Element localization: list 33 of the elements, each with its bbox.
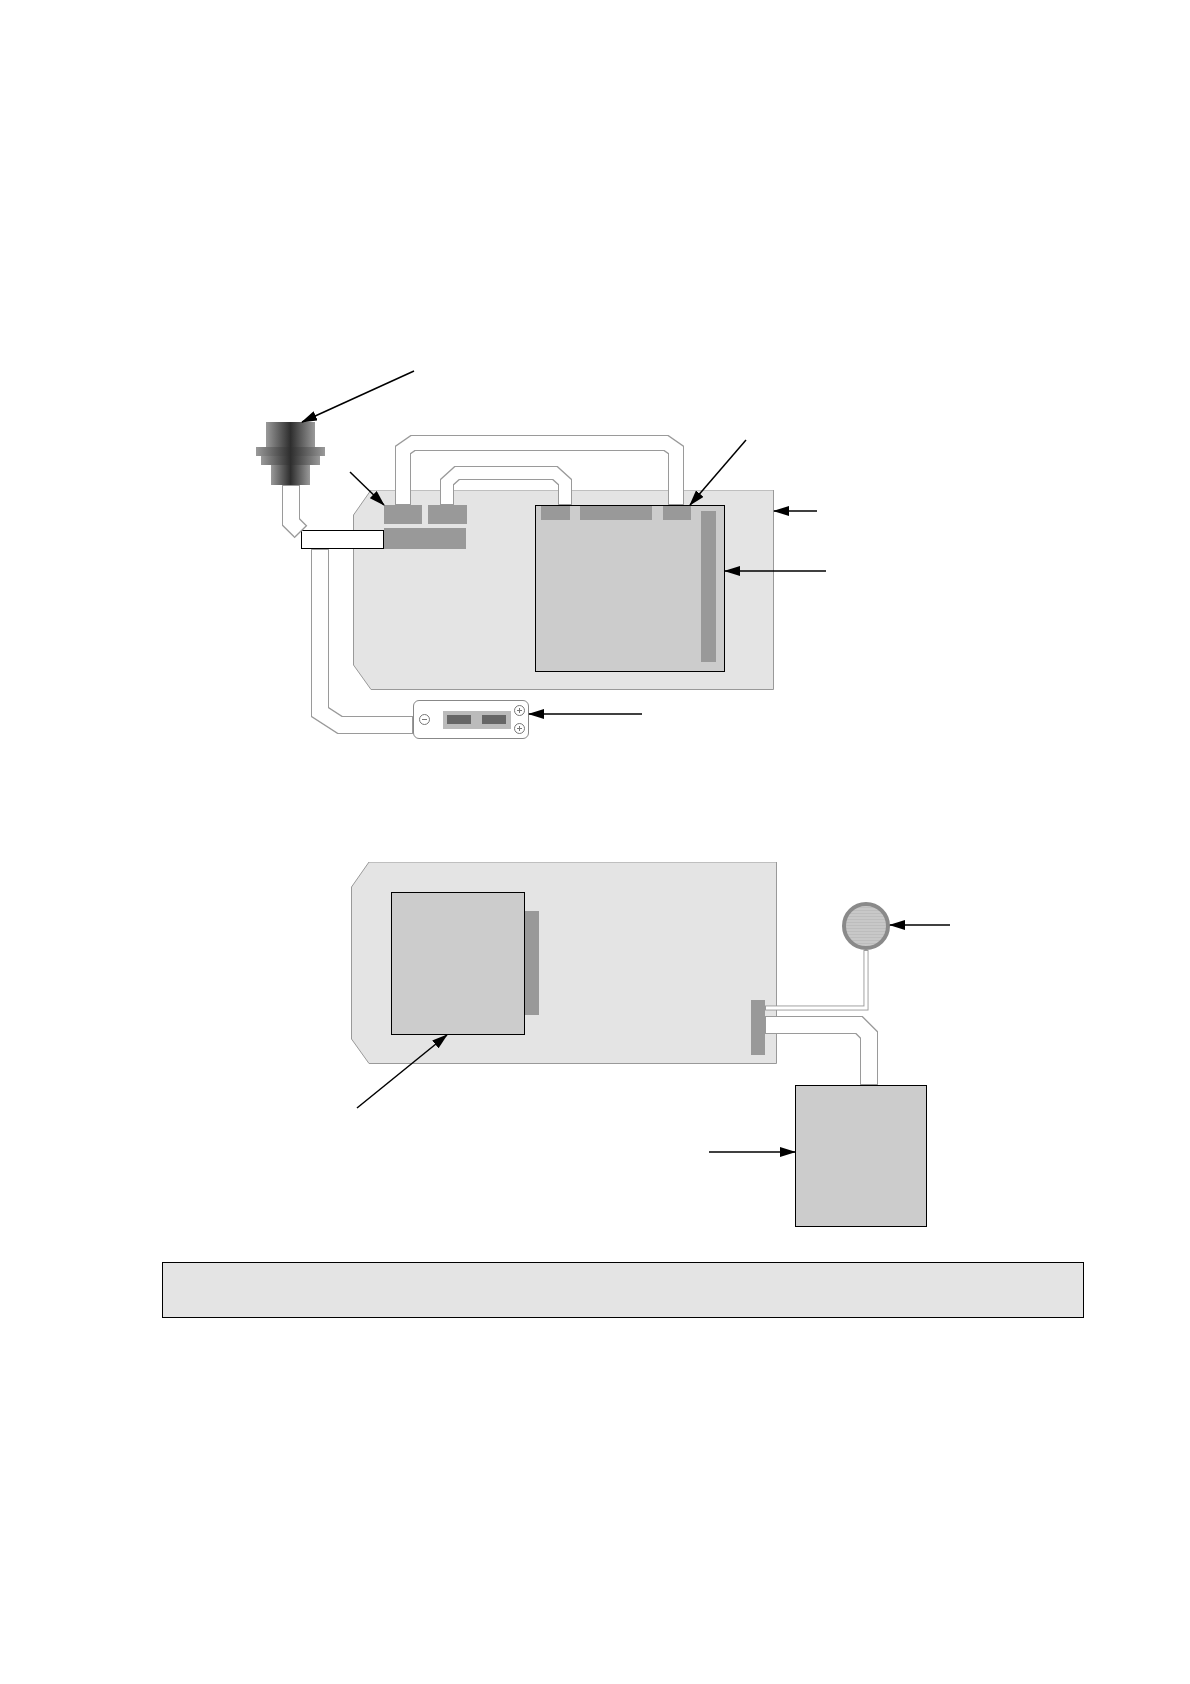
leader-arrow <box>301 370 415 423</box>
leader-arrow <box>708 1147 796 1157</box>
leader-arrow <box>889 920 951 930</box>
leader-arrow <box>724 566 827 576</box>
module-board <box>535 505 725 672</box>
ribbon-cable <box>311 549 413 734</box>
leader-arrow <box>773 506 818 516</box>
ribbon-cable <box>282 485 308 539</box>
connector-strip <box>701 511 716 662</box>
circuit-board <box>353 490 774 690</box>
ribbon-connector <box>301 530 384 549</box>
connector-strip <box>751 1000 765 1055</box>
connector-socket <box>384 528 466 549</box>
ribbon-cable <box>765 1016 878 1085</box>
ribbon-cable <box>765 950 869 1011</box>
connector-plug <box>256 422 325 485</box>
connector-socket <box>384 505 422 524</box>
connector-socket <box>663 506 691 520</box>
connector-socket <box>580 506 652 520</box>
leader-arrow <box>528 709 643 719</box>
leader-arrow <box>689 439 747 506</box>
connector-socket <box>541 506 570 520</box>
connector-strip <box>525 911 539 1015</box>
module-board <box>391 892 525 1035</box>
connector-socket <box>428 505 467 524</box>
leader-arrow <box>356 1034 448 1109</box>
sensor-unit <box>795 1085 927 1227</box>
ribbon-cable <box>395 435 684 505</box>
round-sensor <box>842 902 890 950</box>
leader-arrow <box>349 471 385 506</box>
ribbon-cable <box>440 466 572 505</box>
terminal-block <box>413 700 529 739</box>
circuit-board <box>351 862 777 1064</box>
